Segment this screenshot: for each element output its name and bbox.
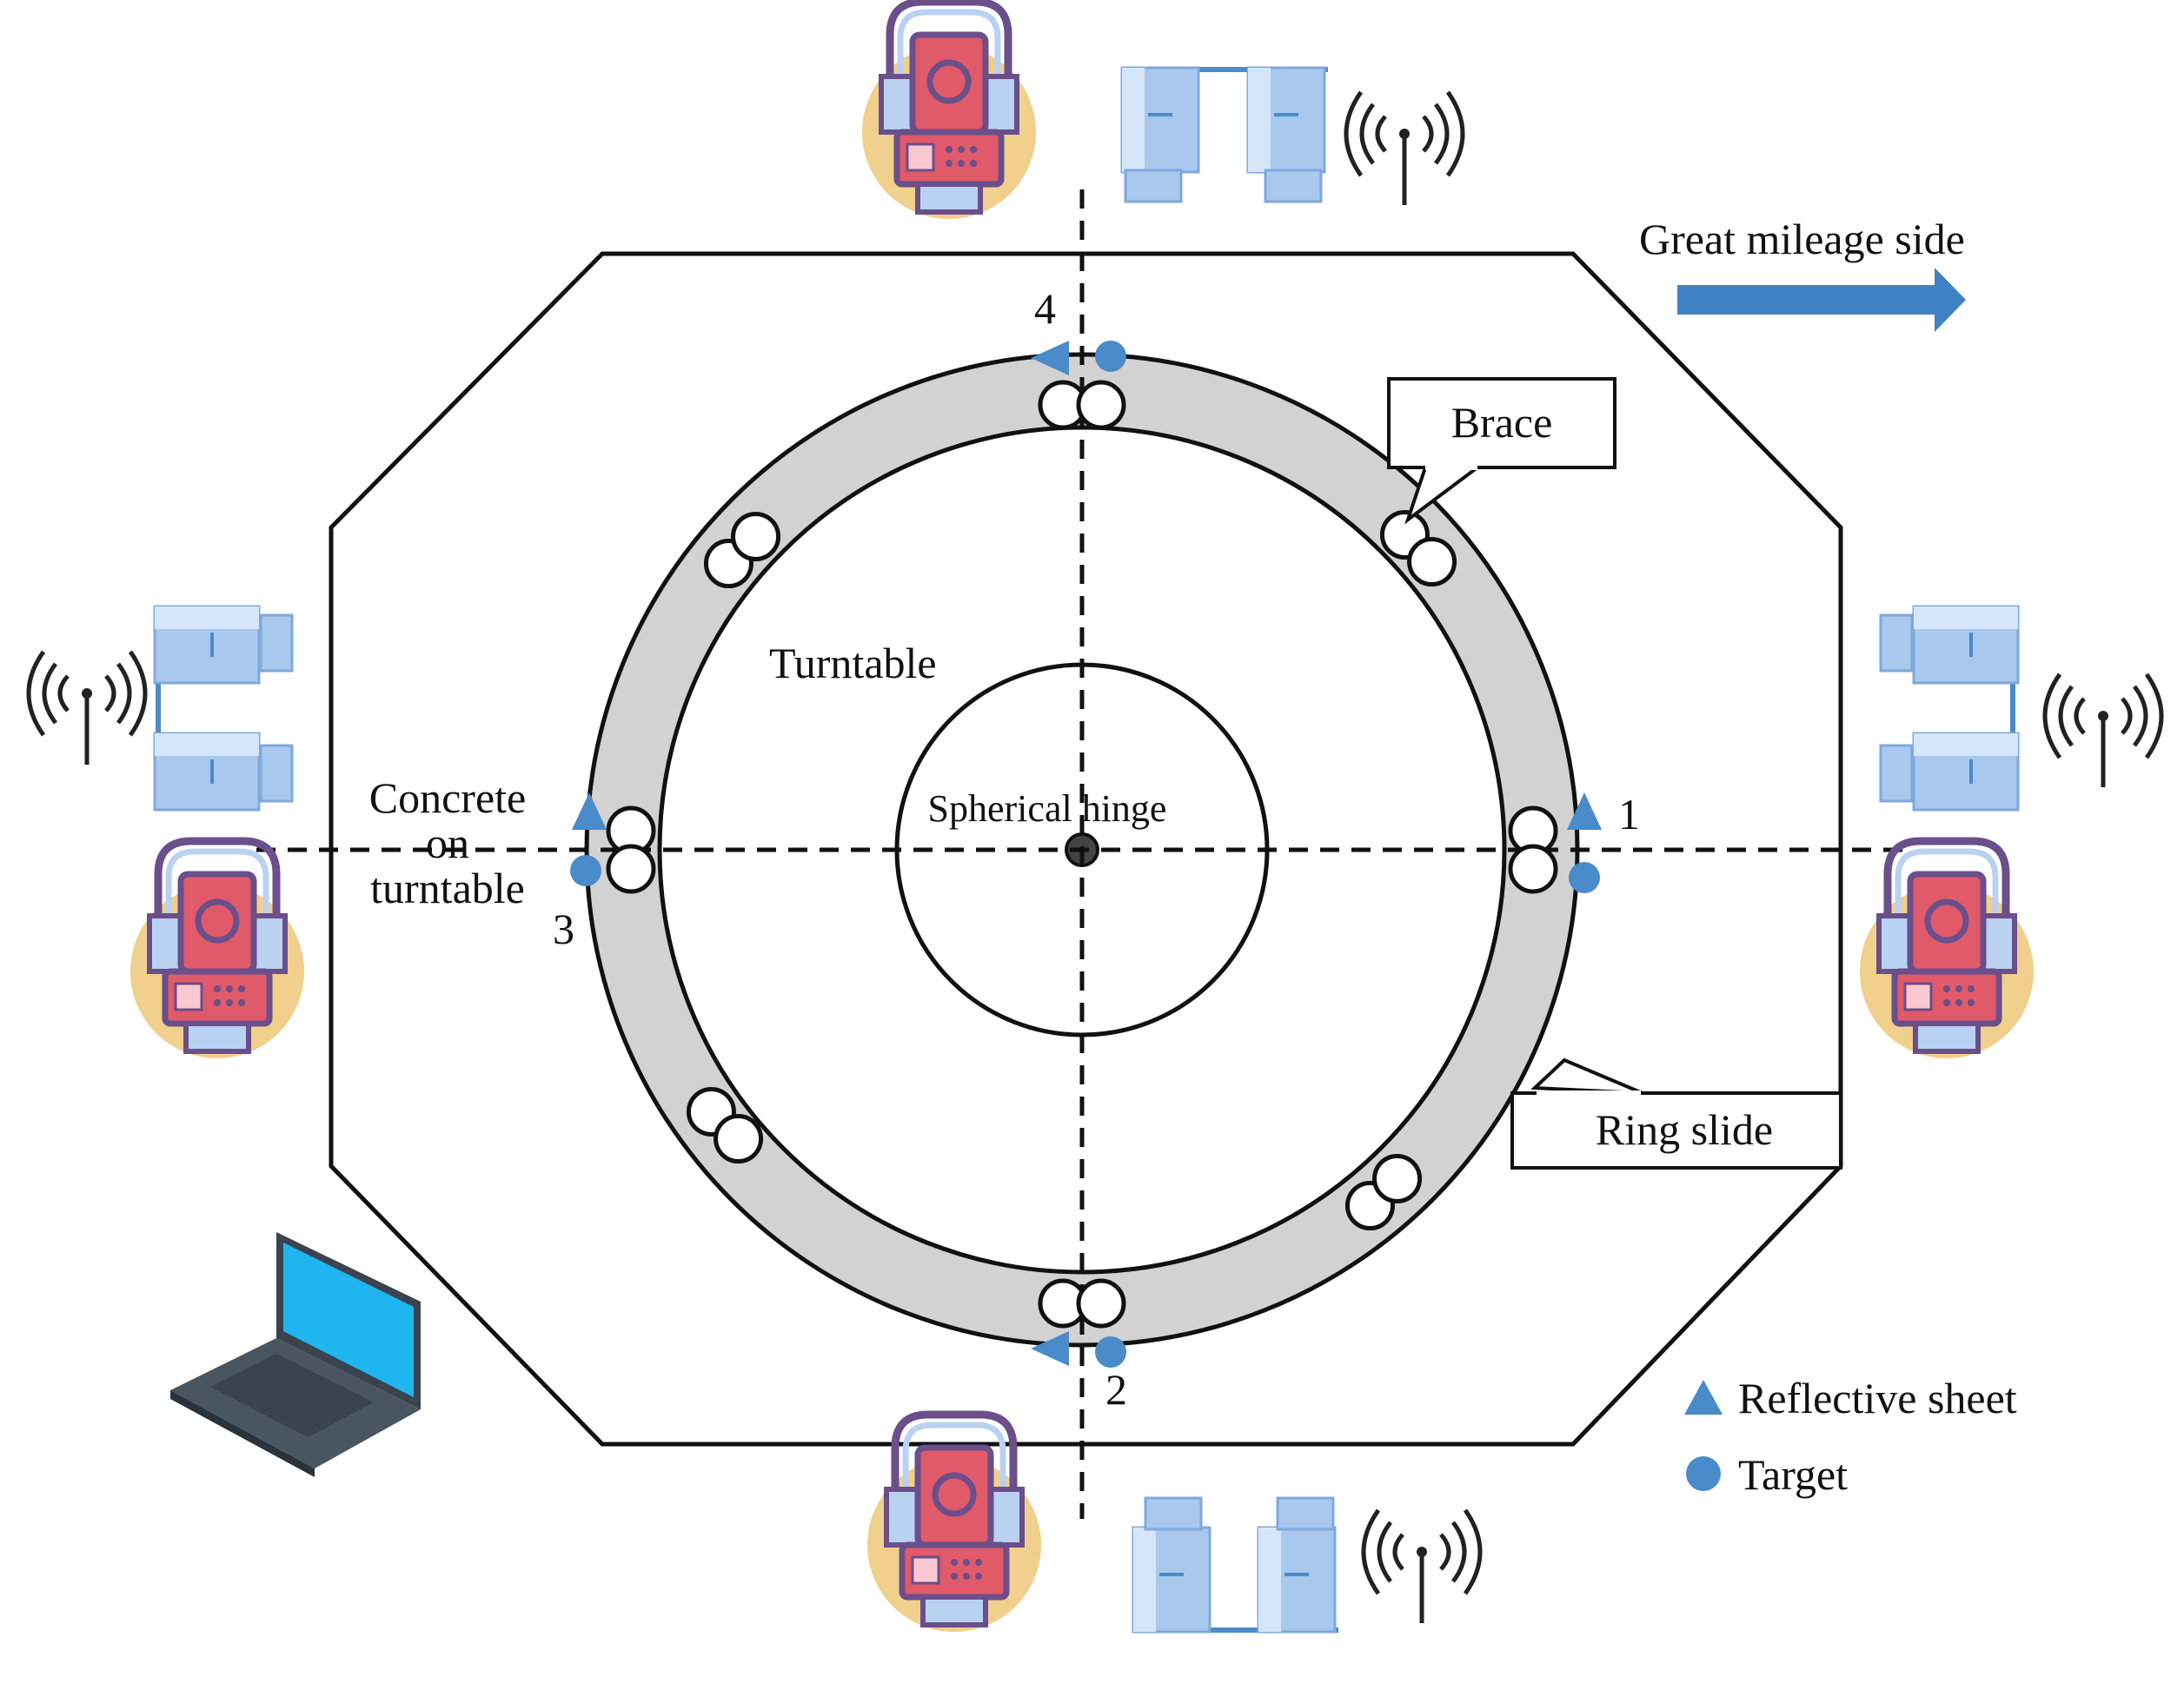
total-station-icon — [1860, 841, 2034, 1058]
ring-slide-label: Ring slide — [1596, 1105, 1773, 1154]
target-point-4 — [1095, 341, 1126, 372]
legend-target-label: Target — [1738, 1450, 1848, 1499]
laptop-icon — [170, 1232, 421, 1477]
reflective-sheet-point-2 — [1031, 1331, 1069, 1366]
total-station-icon — [130, 841, 304, 1058]
reflective-sheet-point-4 — [1031, 341, 1069, 375]
wireless-signal-icon — [1346, 92, 1463, 205]
spherical-hinge-label: Spherical hinge — [928, 787, 1167, 830]
target-point-3 — [570, 855, 601, 886]
ring-slide-callout-box — [1510, 1091, 1842, 1170]
gnss-receiver-icon — [1879, 605, 2020, 812]
turntable-label: Turntable — [769, 639, 937, 687]
legend-reflective-sheet-label: Reflective sheet — [1738, 1374, 2017, 1422]
legend-reflective-sheet-icon — [1684, 1380, 1723, 1415]
target-point-2 — [1095, 1336, 1126, 1368]
wireless-signal-icon — [2045, 674, 2161, 787]
gnss-receiver-icon — [1132, 1496, 1338, 1634]
concrete-label-line2: on — [426, 819, 469, 867]
point-label-4: 4 — [1034, 284, 1056, 333]
point-label-2: 2 — [1105, 1365, 1127, 1414]
great-mileage-side-label: Great mileage side — [1639, 215, 1965, 263]
concrete-label-line3: turntable — [370, 864, 525, 912]
great-mileage-arrow-icon — [1677, 268, 1966, 332]
reflective-sheet-point-1 — [1567, 792, 1602, 830]
total-station-icon — [867, 1415, 1041, 1632]
legend-target-icon — [1686, 1456, 1721, 1491]
point-label-1: 1 — [1618, 790, 1640, 839]
reflective-sheet-point-3 — [572, 792, 607, 830]
concrete-label-line1: Concrete — [369, 773, 526, 822]
gnss-receiver-icon — [153, 605, 294, 812]
target-point-1 — [1569, 862, 1600, 893]
wireless-signal-icon — [1364, 1510, 1480, 1623]
wireless-signal-icon — [29, 652, 145, 765]
gnss-receiver-icon — [1120, 66, 1328, 203]
brace-callout-box — [1387, 377, 1616, 469]
point-label-3: 3 — [553, 905, 574, 953]
brace-label: Brace — [1451, 398, 1553, 447]
total-station-icon — [862, 2, 1036, 219]
